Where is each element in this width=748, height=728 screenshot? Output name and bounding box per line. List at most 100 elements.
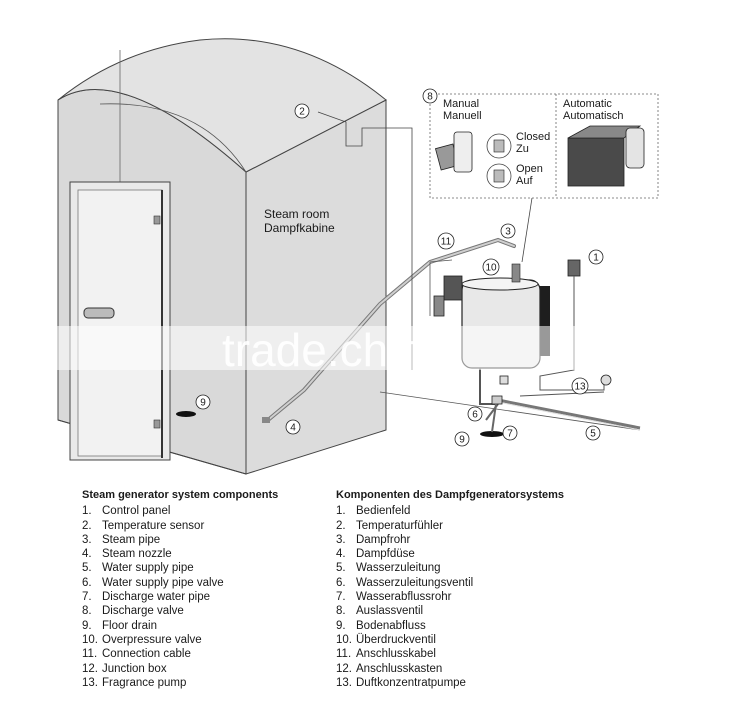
manual-label-de: Manuell [443,110,482,122]
legend-item-number: 8. [336,605,346,618]
legend-item-label: Temperaturfühler [356,519,443,532]
open-label-de: Auf [516,175,533,187]
automatic-label-de: Automatisch [563,110,624,122]
sensor-cable [317,111,413,370]
legend-item-number: 5. [336,562,346,575]
discharge-valve [491,395,503,405]
closed-label-en: Closed [516,131,550,143]
callout-7: 7 [502,425,518,441]
overpressure-valve [511,263,521,283]
legend-item: 7. Wasserabflussrohr [336,590,564,604]
manual-label-en: Manual [443,98,479,110]
svg-text:9: 9 [459,435,465,446]
water-supply-pipe [379,391,641,431]
fragrance-pump [429,259,463,317]
legend-item-label: Auslassventil [356,605,424,618]
steam-nozzle [262,417,270,423]
svg-text:11: 11 [441,237,452,248]
watermark-text: trade.china [222,324,450,376]
legend-item-number: 6. [82,576,92,589]
legend-item: 3. Dampfrohr [336,533,564,547]
legend-item-label: Water supply pipe [102,562,194,575]
legend-item: 4.Steam nozzle [82,547,278,561]
legend-item: 1. Control panel [82,504,278,518]
svg-text:7: 7 [507,429,513,440]
legend-title-de: Komponenten des Dampfgeneratorsystems [336,489,564,501]
legend-item-label: Bedienfeld [356,505,411,518]
legend-item: 3.Steam pipe [82,533,278,547]
legend-item-number: 12. [336,662,352,675]
callout-9-inside: 9 [195,394,211,410]
legend-item-label: Fragrance pump [102,676,187,689]
legend-item-label: Wasserzuleitung [356,562,441,575]
legend-item-label: Water supply pipe valve [102,576,224,589]
automatic-label-en: Automatic [563,98,612,110]
legend-item: 2. Temperaturfühler [336,519,564,533]
legend-item-number: 4. [82,548,92,561]
system-diagram: Steam room Dampfkabine Manual Manuell Cl… [40,38,720,475]
legend-item: 12.Anschlusskasten [336,662,564,676]
room-label-de: Dampfkabine [264,221,335,235]
svg-text:8: 8 [427,92,433,103]
legend-item-number: 10. [336,633,352,646]
legend-item: 8. Auslassventil [336,604,564,618]
legend-english: Steam generator system components 1.Cont… [82,488,278,690]
legend-item-number: 1. [82,505,92,518]
door-handle [83,307,115,319]
legend-item-number: 8. [82,605,92,618]
callout-9-outside: 9 [454,431,470,447]
callout-4: 4 [285,419,301,435]
legend-item-number: 7. [82,591,92,604]
legend-item: 13.Duftkonzentratpumpe [336,676,564,690]
legend-item-label: Wasserzuleitungsventil [356,576,474,589]
legend-item-number: 2. [82,519,92,532]
legend-item-number: 9. [336,619,346,632]
callout-10: 10 [482,258,500,276]
legend-item-number: 5. [82,562,92,575]
svg-text:6: 6 [472,410,478,421]
legend-item-number: 6. [336,576,346,589]
control-panel [567,259,581,277]
svg-text:10: 10 [485,263,497,274]
open-label-en: Open [516,163,543,175]
legend-item: 10.Overpressure valve [82,633,278,647]
callout-5: 5 [585,425,601,441]
legend-item-number: 1. [336,505,346,518]
legend-german: Komponenten des Dampfgeneratorsystems 1.… [336,488,564,690]
legend-item-number: 13. [82,676,98,689]
legend-item-label: Dampfrohr [356,533,411,546]
room-label-en: Steam room [264,207,329,221]
legend-item: 7. Discharge water pipe [82,590,278,604]
legend-item: 2. Temperature sensor [82,519,278,533]
legend-item: 4.Dampfdüse [336,547,564,561]
legend-item-number: 13. [336,676,352,689]
legend-item: 6. Wasserzuleitungsventil [336,576,564,590]
legend-item-label: Bodenabfluss [356,619,426,632]
legend-item: 10.Überdruckventil [336,633,564,647]
legend-item-number: 3. [336,533,346,546]
callout-11: 13 [571,377,589,395]
legend-item: 5. Wasserzuleitung [336,561,564,575]
legend-item-number: 3. [82,533,92,546]
legend-item: 1. Bedienfeld [336,504,564,518]
legend-item-label: Dampfdüse [356,548,415,561]
callout-8: 8 [422,88,438,104]
legend-item-number: 2. [336,519,346,532]
water-supply-valve [499,375,509,385]
legend-item: 12.Junction box [82,662,278,676]
legend-item-label: Junction box [102,662,167,675]
floor-drain-inside [176,411,196,417]
legend-item-number: 11. [336,648,352,661]
legend-item-number: 7. [336,591,346,604]
watermark-band [40,326,720,370]
legend-item: 11.Connection cable [82,647,278,661]
svg-text:5: 5 [590,429,596,440]
legend-item-label: Wasserabflussrohr [356,591,452,604]
glass-door [69,181,171,461]
legend-item-label: Discharge water pipe [102,591,211,604]
floor-drain-outside [480,431,504,437]
legend-item-label: Control panel [102,505,171,518]
junction-box [600,374,612,386]
legend-item-label: Temperature sensor [102,519,205,532]
